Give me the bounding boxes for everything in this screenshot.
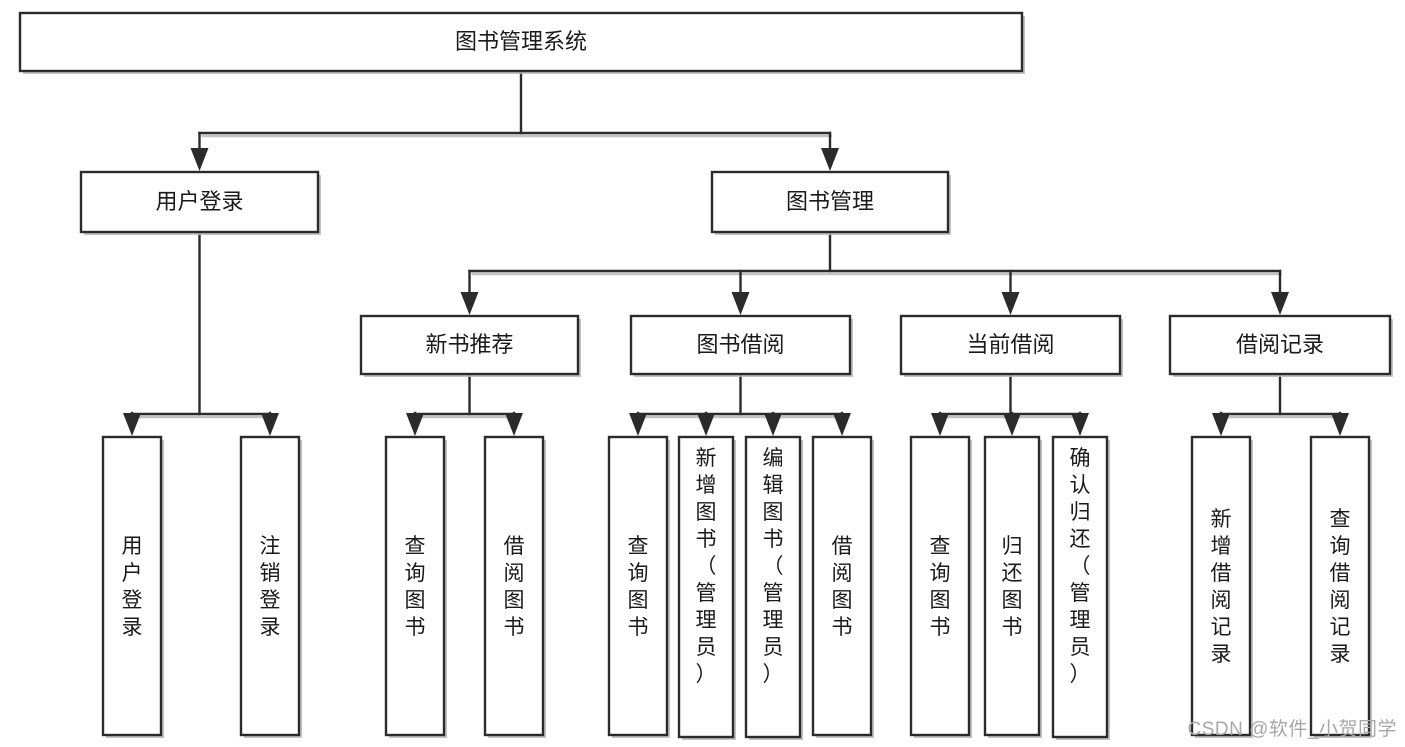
arrow-head-icon <box>1003 413 1021 436</box>
node-leaf-add-borrow-record[interactable]: 新增借阅记录 <box>1190 435 1253 738</box>
node-rect[interactable] <box>744 435 802 739</box>
arrow-head-icon <box>833 413 851 436</box>
edges-new-book-recommend-to-leaves <box>406 372 523 436</box>
node-rect[interactable] <box>710 170 950 234</box>
arrow-head-icon <box>190 148 209 171</box>
node-leaf-confirm-return-admin[interactable]: 确认归还（管理员） <box>1051 435 1110 740</box>
node-label: 借阅图书 <box>832 535 853 639</box>
node-rect[interactable] <box>483 435 545 737</box>
node-rect[interactable] <box>1309 435 1371 737</box>
arrow-head-icon <box>764 413 782 436</box>
node-borrow-record[interactable]: 借阅记录 <box>1168 314 1393 377</box>
node-leaf-logout[interactable]: 注销登录 <box>239 435 302 738</box>
nodes-layer: 图书管理系统用户登录图书管理新书推荐图书借阅当前借阅借阅记录用户登录注销登录查询… <box>18 11 1393 740</box>
node-rect[interactable] <box>899 314 1122 376</box>
node-label: 图书管理 <box>786 189 874 214</box>
node-label: 借阅图书 <box>504 535 525 639</box>
node-leaf-query-book-recommend[interactable]: 查询图书 <box>384 435 447 738</box>
node-leaf-query-borrow-record[interactable]: 查询借阅记录 <box>1309 435 1372 738</box>
node-label: 归还图书 <box>1002 535 1023 639</box>
arrow-head-icon <box>1331 413 1349 436</box>
arrow-head-icon <box>460 292 479 315</box>
node-leaf-add-book-admin[interactable]: 新增图书（管理员） <box>677 435 736 740</box>
node-rect[interactable] <box>1051 435 1109 739</box>
arrow-head-icon <box>1212 413 1230 436</box>
node-label: 图书借阅 <box>696 332 784 357</box>
node-root[interactable]: 图书管理系统 <box>18 11 1025 74</box>
node-leaf-return-book[interactable]: 归还图书 <box>983 435 1042 738</box>
node-book-manage[interactable]: 图书管理 <box>710 170 951 235</box>
node-current-borrow[interactable]: 当前借阅 <box>899 314 1123 377</box>
node-label: 新增图书（管理员） <box>696 447 717 686</box>
node-label: 图书管理系统 <box>455 29 587 54</box>
node-rect[interactable] <box>79 170 320 234</box>
edges-borrow-record-to-leaves <box>1212 372 1349 436</box>
node-leaf-borrow-book[interactable]: 借阅图书 <box>811 435 874 738</box>
arrow-head-icon <box>731 292 750 315</box>
node-rect[interactable] <box>18 11 1024 73</box>
node-leaf-query-book-current[interactable]: 查询图书 <box>909 435 972 738</box>
arrow-head-icon <box>505 413 523 436</box>
edges-layer <box>123 69 1349 436</box>
arrow-head-icon <box>1001 292 1020 315</box>
node-rect[interactable] <box>909 435 971 737</box>
edges-root-to-level2 <box>190 69 839 171</box>
node-label: 借阅记录 <box>1236 332 1324 357</box>
node-new-book-recommend[interactable]: 新书推荐 <box>359 314 581 377</box>
arrow-head-icon <box>697 413 715 436</box>
arrow-head-icon <box>406 413 424 436</box>
node-leaf-query-book-borrow[interactable]: 查询图书 <box>607 435 670 738</box>
node-label: 用户登录 <box>122 535 143 639</box>
arrow-head-icon <box>1271 292 1289 315</box>
node-label: 查询借阅记录 <box>1330 508 1351 666</box>
node-label: 新增借阅记录 <box>1211 508 1232 666</box>
node-rect[interactable] <box>239 435 301 737</box>
node-rect[interactable] <box>811 435 873 737</box>
node-rect[interactable] <box>1168 314 1392 376</box>
node-leaf-user-login[interactable]: 用户登录 <box>101 435 164 738</box>
node-leaf-borrow-book-recommend[interactable]: 借阅图书 <box>483 435 546 738</box>
node-label: 查询图书 <box>405 535 426 639</box>
node-label: 查询图书 <box>628 535 649 639</box>
edges-current-borrow-to-leaves <box>931 372 1089 436</box>
edges-book-borrow-to-leaves <box>629 372 851 436</box>
arrow-head-icon <box>1071 413 1089 436</box>
node-rect[interactable] <box>1190 435 1252 737</box>
arrow-head-icon <box>931 413 949 436</box>
node-rect[interactable] <box>359 314 580 376</box>
node-rect[interactable] <box>629 314 852 376</box>
edges-book-manage-to-level3 <box>460 230 1289 315</box>
node-rect[interactable] <box>384 435 446 737</box>
node-book-borrow[interactable]: 图书借阅 <box>629 314 853 377</box>
node-rect[interactable] <box>983 435 1041 737</box>
node-label: 确认归还（管理员） <box>1070 447 1091 686</box>
node-leaf-edit-book-admin[interactable]: 编辑图书（管理员） <box>744 435 803 740</box>
node-rect[interactable] <box>101 435 163 737</box>
node-rect[interactable] <box>607 435 669 737</box>
node-user-login[interactable]: 用户登录 <box>79 170 321 235</box>
node-label: 当前借阅 <box>966 332 1054 357</box>
edges-user-login-to-leaves <box>123 230 279 436</box>
arrow-head-icon <box>261 413 279 436</box>
node-label: 用户登录 <box>155 189 243 214</box>
node-label: 编辑图书（管理员） <box>763 447 784 686</box>
arrow-head-icon <box>821 148 839 171</box>
node-label: 新书推荐 <box>425 332 513 357</box>
watermark-text: CSDN @软件_小贺同学 <box>1187 719 1397 740</box>
arrow-head-icon <box>629 413 647 436</box>
node-rect[interactable] <box>677 435 735 739</box>
node-label: 查询图书 <box>930 535 951 639</box>
node-label: 注销登录 <box>260 535 281 639</box>
arrow-head-icon <box>123 413 141 436</box>
